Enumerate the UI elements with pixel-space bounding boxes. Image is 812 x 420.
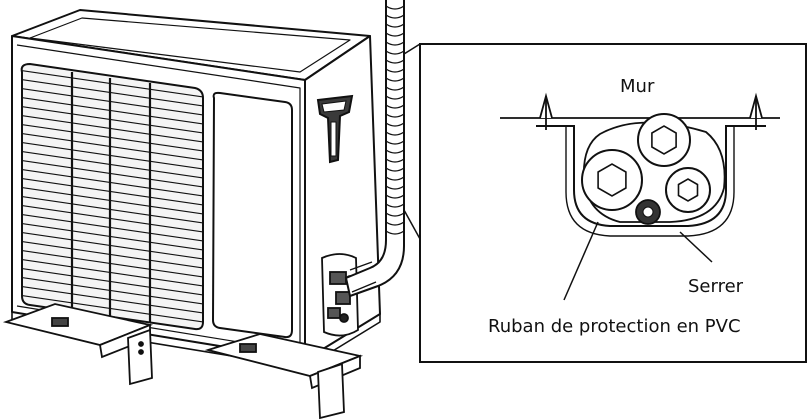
pipe-wrap-ring [385,104,405,109]
grille-slat [21,159,203,189]
pipe-wrap-ring [385,194,405,199]
pvc-tape-label: Ruban de protection en PVC [488,316,741,337]
pipe-wrap-ring [385,77,405,82]
grille-slat [21,141,203,171]
grille-slat [21,123,203,153]
pipe-wrap-ring [385,113,405,118]
pipe-wrap-ring [385,221,405,226]
wrapped-pipe-vertical [344,0,405,298]
grille-slat [21,186,203,216]
tighten-label: Serrer [688,276,744,297]
pipe-wrap-ring [385,50,405,55]
pipe-wrap-ring [385,86,405,91]
pipe-wrap-ring [385,230,405,235]
service-valves [321,253,359,337]
grille-slat [21,78,203,108]
pipe-wrap-ring [385,5,405,10]
grille-slat [21,177,203,207]
pipe-wrap-ring [385,149,405,154]
grille-slat [21,267,203,297]
grille-slat [21,168,203,198]
pipe-clamp-bracket [536,125,766,237]
grille-slat [21,276,203,306]
grille-slat [21,204,203,234]
pipe-wrap-ring [385,185,405,190]
grille-slat [21,132,203,162]
pipe-wrap-ring [385,131,405,136]
unit-front-bezel [16,44,301,353]
grille-slat [21,213,203,243]
pipe-wrap-ring [385,158,405,163]
large-pipe-left [581,149,643,211]
grille-slat [21,150,203,180]
pipe-branch [349,261,377,293]
grille-slat [21,69,203,99]
unit-top-inner-rim [29,17,351,73]
pipe-wrap-ring [385,203,405,208]
pipe-wrap-ring [385,14,405,19]
grille-slat [21,195,203,225]
grille-slat [21,240,203,270]
pipe-bundle [581,113,711,225]
pipe-wrap-ring [385,95,405,100]
pipe-wrap-ring [385,41,405,46]
grille-slat [21,249,203,279]
wall-label: Mur [620,76,655,97]
front-side-panel [211,91,293,339]
grille-slat [21,231,203,261]
pipe-wrap-ring [385,122,405,127]
pipe-wrap-ring [385,32,405,37]
pipe-wrap-ring [385,167,405,172]
fan-grille [20,62,204,331]
wall-anchors [539,92,763,130]
pipe-wrap-ring [385,176,405,181]
drain-cable [635,199,661,225]
large-pipe-top [637,113,691,167]
grille-slat [21,294,203,324]
grille-slat [21,285,203,315]
grille-slat [21,96,203,126]
pipe-wrap-ring [385,68,405,73]
pipe-wrap-ring [385,140,405,145]
grille-slat [21,222,203,252]
wall-brackets [2,303,364,420]
pipe-wrap-ring [385,212,405,217]
tighten-leader [679,231,713,263]
small-pipe-right [665,167,711,213]
grille-slat [21,114,203,144]
side-handle [316,94,354,164]
pipe-wrap-ring [385,23,405,28]
tape-leader [563,221,599,301]
pipe-wrap-ring [385,59,405,64]
grille-slat [21,87,203,117]
grille-slat [21,258,203,288]
grille-slat [21,105,203,135]
